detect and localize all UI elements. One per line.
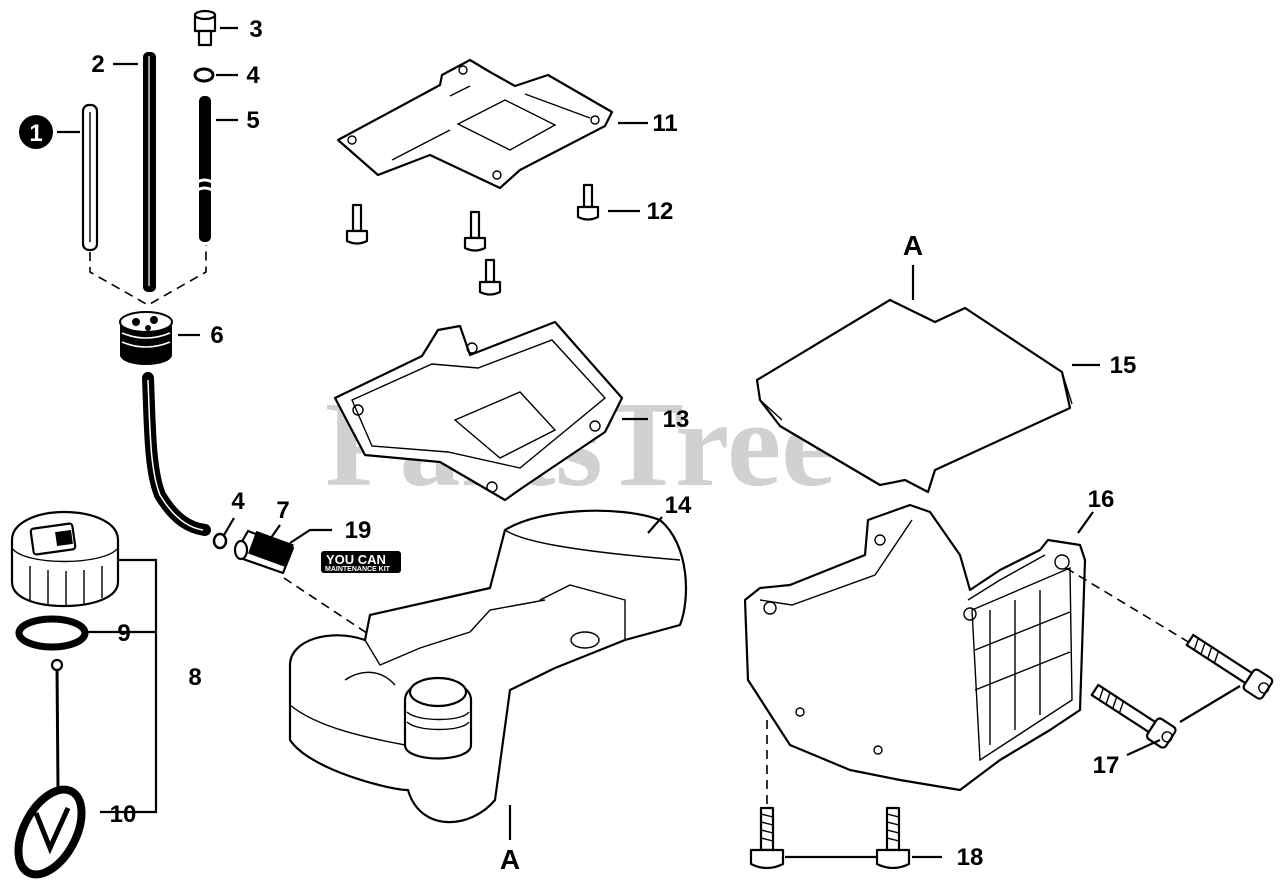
callout-7: 7 [276, 497, 289, 524]
part-10-tether[interactable] [5, 658, 94, 882]
callout-6: 6 [210, 322, 223, 349]
part-17-bolts[interactable] [1088, 630, 1274, 750]
kit-badge-subtitle: MAINTENANCE KIT [325, 566, 391, 573]
kit-badge-title: YOU CAN [326, 552, 386, 567]
callout-19: 19 [345, 517, 372, 544]
part-13-gasket-frame[interactable] [333, 320, 624, 502]
part-6-grommet[interactable] [119, 311, 173, 365]
callout-12: 12 [647, 198, 674, 225]
leader-17 [1126, 685, 1241, 757]
callout-2: 2 [91, 51, 104, 78]
callout-16: 16 [1088, 486, 1115, 513]
part-14-fuel-tank[interactable] [288, 509, 688, 824]
part-11-mounting-plate[interactable] [336, 58, 614, 190]
part-8-fuel-cap[interactable] [10, 510, 120, 608]
callout-1-circle [19, 115, 53, 149]
leader-lines [57, 26, 1100, 840]
callout-11: 11 [652, 110, 677, 137]
callout-1: 1 [29, 120, 42, 147]
part-1-tube[interactable] [81, 103, 99, 252]
callout-10: 10 [110, 801, 137, 828]
part-2-fuel-line[interactable] [143, 52, 156, 292]
part-7-fuel-filter[interactable] [233, 529, 295, 575]
part-5-fuel-line[interactable] [195, 96, 215, 242]
part-4-o-ring[interactable] [193, 67, 215, 83]
part-15-filter-pad[interactable] [755, 298, 1073, 494]
callout-15: 15 [1110, 352, 1137, 379]
group-8-bracket [88, 558, 158, 814]
callout-18: 18 [957, 844, 984, 871]
callout-14: 14 [665, 492, 692, 519]
part-9-gasket[interactable] [15, 615, 89, 651]
callout-4a: 4 [246, 62, 260, 89]
callout-9: 9 [117, 620, 130, 647]
callout-8: 8 [188, 664, 201, 691]
callout-a-bottom: A [500, 844, 520, 875]
part-12-bolts[interactable] [345, 183, 600, 296]
fuel-hose [142, 372, 211, 536]
callout-5: 5 [246, 107, 259, 134]
callout-17: 17 [1093, 752, 1120, 779]
callout-3: 3 [249, 16, 262, 43]
part-18-bolts[interactable] [749, 806, 911, 870]
part-3-plug[interactable] [193, 9, 217, 47]
bolt-dash-line [1065, 567, 1191, 644]
callout-a-top: A [903, 230, 923, 261]
maintenance-kit-badge: YOU CAN MAINTENANCE KIT [321, 551, 401, 573]
callout-13: 13 [663, 406, 690, 433]
part-16-air-cover[interactable] [743, 503, 1087, 792]
callout-4b: 4 [231, 488, 245, 515]
part-4-o-ring-second[interactable] [212, 532, 228, 550]
